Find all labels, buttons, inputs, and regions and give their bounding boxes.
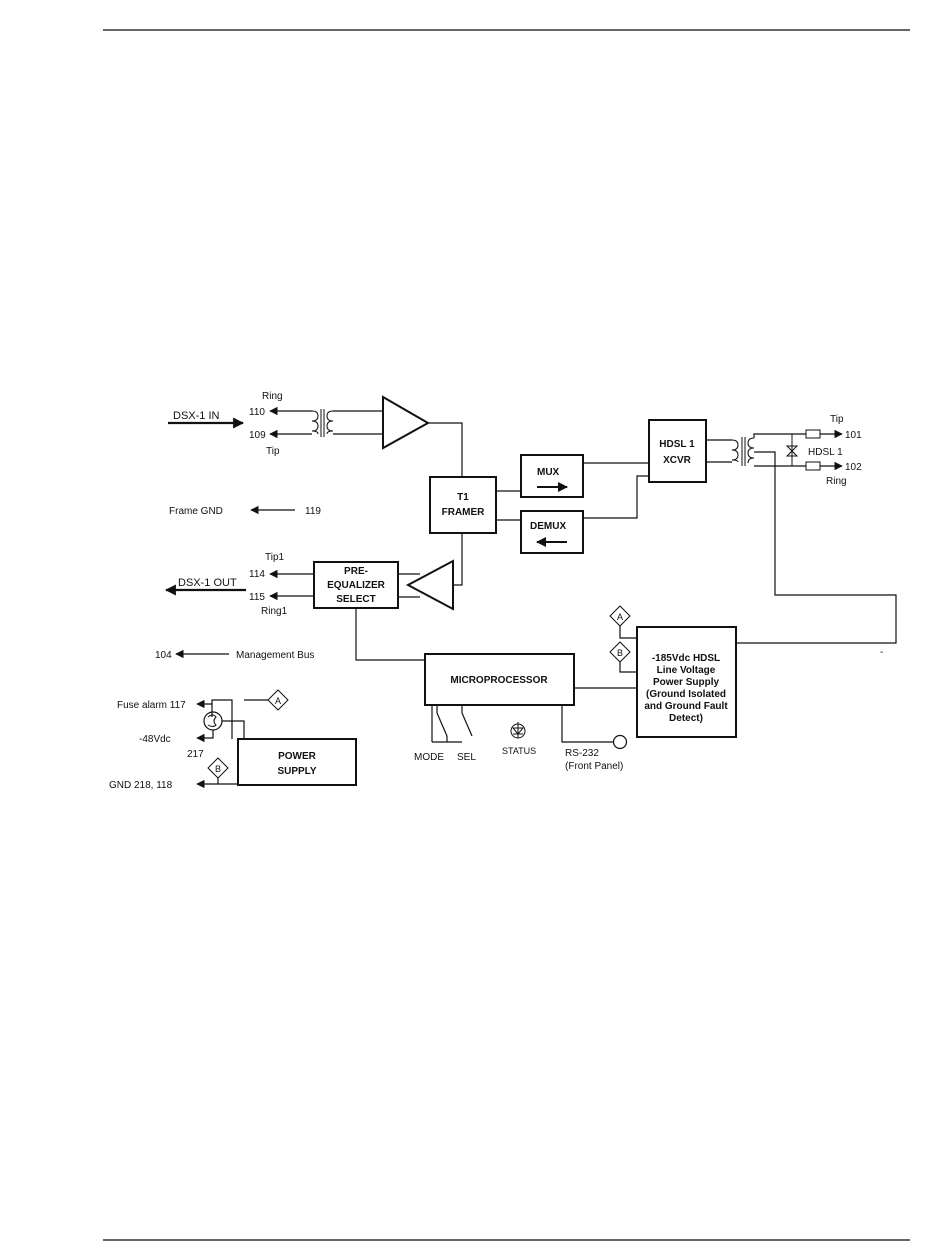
t1-framer-line1: T1: [457, 492, 469, 503]
mux-block: MUX: [520, 454, 584, 498]
pre-eq-line1: PRE-: [344, 566, 368, 577]
pin-104-label: 104: [155, 650, 172, 661]
output-amplifier: [405, 559, 454, 611]
demux-block: DEMUX: [520, 510, 584, 554]
ring-top-label: Ring: [262, 391, 283, 402]
marker-b-left: B: [207, 757, 229, 784]
line-power-line4: (Ground Isolated: [646, 689, 726, 700]
mux-label: MUX: [537, 467, 560, 478]
input-transformer: [311, 409, 383, 437]
dsx-out-group: Tip1 114 DSX-1 OUT 115 Ring1: [164, 552, 314, 617]
line-power-line1: -185Vdc HDSL: [652, 653, 720, 664]
power-inputs: Fuse alarm 117 -48Vdc 217 GND 218, 118: [109, 699, 245, 791]
power-supply-line2: SUPPLY: [277, 766, 316, 777]
mgmt-bus-label: Management Bus: [236, 650, 314, 661]
sel-switch-icon: [461, 712, 473, 737]
mode-switch-icon: [436, 712, 448, 737]
minus48-label: -48Vdc: [139, 734, 171, 745]
status-label: STATUS: [502, 746, 536, 756]
t1-framer-block: T1 FRAMER: [429, 476, 497, 534]
front-panel-label: (Front Panel): [565, 761, 623, 772]
line-power-line2: Line Voltage: [657, 665, 716, 676]
dsx-out-label: DSX-1 OUT: [178, 577, 237, 589]
svg-text:A: A: [275, 696, 281, 706]
pin-115-label: 115: [249, 592, 265, 603]
line-power-block: -185Vdc HDSL Line Voltage Power Supply (…: [636, 626, 737, 738]
hdsl-tip-label: Tip: [830, 414, 844, 425]
pre-eq-line2: EQUALIZER: [327, 580, 386, 591]
t1-framer-line2: FRAMER: [442, 507, 486, 518]
svg-text:A: A: [617, 612, 623, 622]
sel-label: SEL: [457, 752, 476, 763]
pin-217-label: 217: [187, 749, 204, 760]
rs232-label: RS-232: [565, 748, 599, 759]
frame-gnd-label: Frame GND: [169, 506, 223, 517]
pre-equalizer-block: PRE- EQUALIZER SELECT: [313, 561, 399, 609]
rs232-port: RS-232 (Front Panel): [561, 705, 628, 772]
status-led: STATUS: [502, 722, 536, 756]
hdsl-xcvr-block: HDSL 1 XCVR: [648, 419, 707, 483]
fuse-alarm-label: Fuse alarm 117: [117, 700, 186, 711]
marker-a-right: A: [609, 605, 637, 639]
pre-eq-to-micro-wire: [355, 608, 425, 661]
microprocessor-label: MICROPROCESSOR: [450, 675, 548, 686]
power-supply-block: POWER SUPPLY: [237, 738, 357, 786]
pin-119-label: 119: [305, 506, 321, 517]
pre-eq-line3: SELECT: [336, 594, 375, 605]
input-amplifier: [382, 395, 431, 450]
dsx-in-group: DSX-1 IN Ring 110 109 Tip: [168, 391, 463, 477]
tip-top-label: Tip: [266, 446, 280, 457]
hdsl-xcvr-line2: XCVR: [663, 455, 692, 466]
demux-label: DEMUX: [530, 521, 566, 532]
pin-109-label: 109: [249, 430, 266, 441]
pin-114-label: 114: [249, 569, 265, 580]
ring-resistor: [805, 461, 821, 471]
microprocessor-block: MICROPROCESSOR: [424, 653, 575, 706]
hdsl-transformer: [706, 433, 897, 644]
line-power-line6: Detect): [669, 713, 703, 724]
pin-101-label: 101: [845, 430, 862, 441]
svg-text:B: B: [215, 764, 221, 774]
surge-protector-icon: [785, 445, 799, 457]
management-bus-group: 104 Management Bus: [155, 649, 314, 661]
mode-label: MODE: [414, 752, 444, 763]
tip1-label: Tip1: [265, 552, 285, 563]
svg-text:B: B: [617, 648, 623, 658]
line-power-line5: and Ground Fault: [644, 701, 728, 712]
mode-sel-switches: MODE SEL: [414, 705, 476, 763]
pin-110-label: 110: [249, 407, 265, 418]
ring1-label: Ring1: [261, 606, 288, 617]
gnd-label: GND 218, 118: [109, 780, 173, 791]
tip-resistor: [805, 429, 821, 439]
dash-label: -: [880, 647, 883, 658]
hdsl1-label: HDSL 1: [808, 447, 843, 458]
marker-b-right: B: [609, 641, 637, 673]
hdsl-xcvr-line1: HDSL 1: [659, 439, 695, 450]
hdsl-protection: Tip 101 HDSL 1 102 Ring: [785, 414, 862, 487]
hdsl-ring-label: Ring: [826, 476, 847, 487]
xcvr-to-demux-wire: [583, 475, 649, 519]
marker-a-left: A: [244, 689, 289, 711]
dsx-in-label: DSX-1 IN: [173, 410, 220, 422]
frame-gnd-group: Frame GND 119: [169, 505, 321, 517]
power-supply-line1: POWER: [278, 751, 317, 762]
rs232-jack-icon: [612, 734, 628, 750]
amp-to-framer-wire: [428, 422, 463, 477]
pin-102-label: 102: [845, 462, 862, 473]
line-power-line3: Power Supply: [653, 677, 720, 688]
